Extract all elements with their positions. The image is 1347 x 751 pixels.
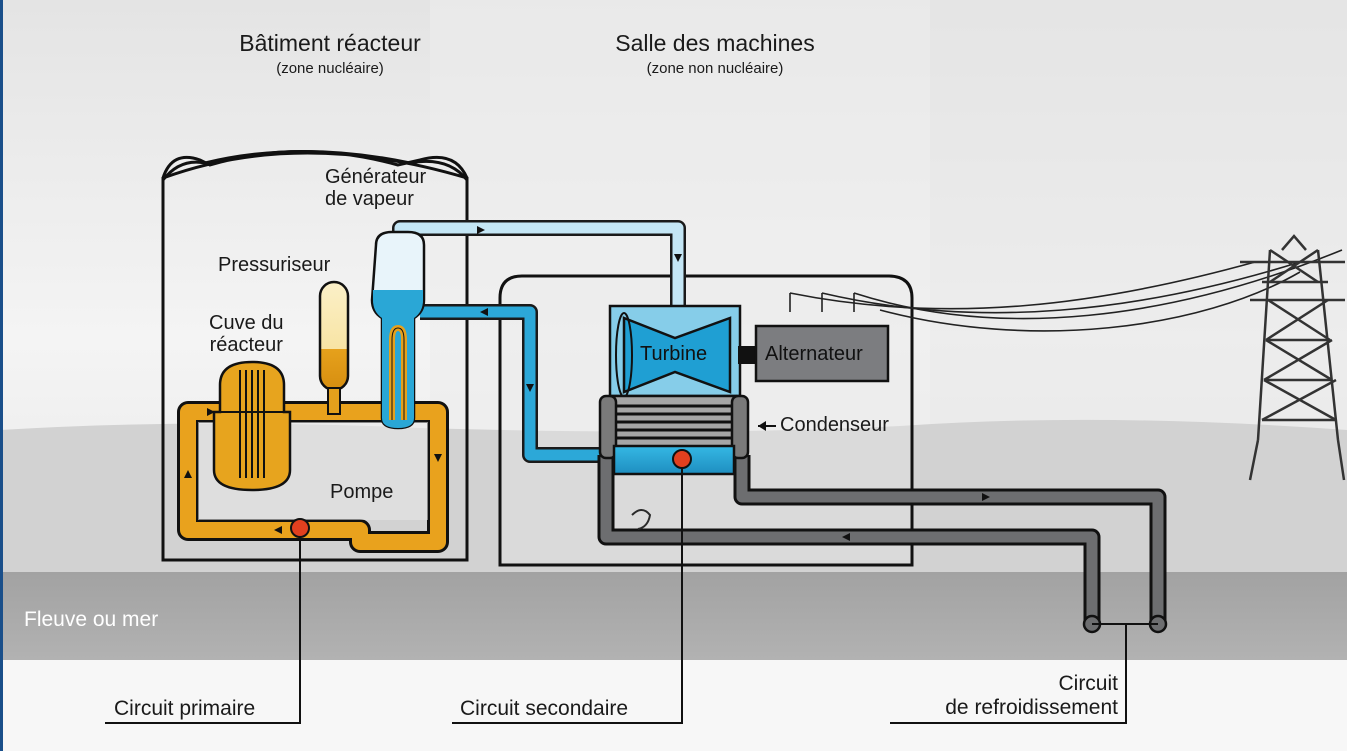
- alternator-label: Alternateur: [765, 343, 863, 365]
- alternator-box: [754, 324, 890, 383]
- cooling-circuit-label-line1: Circuit: [1058, 672, 1118, 695]
- leader-lines: [105, 468, 1127, 724]
- turbine-label: Turbine: [640, 343, 708, 365]
- cooling-circuit-label-line2: de refroidissement: [945, 695, 1118, 719]
- condenser-label: Condenseur: [780, 414, 889, 436]
- reactor-vessel-label-line1: Cuve du: [209, 312, 284, 334]
- left-edge-line: [0, 0, 3, 751]
- steam-generator-label: Générateur de vapeur: [325, 166, 426, 211]
- pylon: [1240, 234, 1346, 481]
- river-sea-label: Fleuve ou mer: [24, 608, 159, 631]
- primary-pump-marker: [290, 518, 310, 538]
- flow-arrows: [184, 226, 990, 541]
- cooling-circuit-label: Circuit de refroidissement: [888, 672, 1118, 719]
- secondary-pump-marker: [672, 449, 692, 469]
- turbine-shaft: [738, 346, 760, 364]
- pressurizer-label: Pressuriseur: [218, 254, 331, 276]
- steam-generator-label-line1: Générateur: [325, 166, 427, 188]
- power-lines: [789, 249, 1343, 332]
- reactor-vessel: [212, 360, 292, 492]
- steam-generator: [370, 230, 426, 430]
- reactor-vessel-label: Cuve du réacteur: [209, 312, 284, 357]
- machine-hall-title: Salle des machines: [615, 30, 815, 56]
- primary-circuit-label: Circuit primaire: [114, 697, 256, 720]
- reactor-building-title: Bâtiment réacteur: [239, 30, 421, 56]
- pressurizer: [318, 280, 350, 415]
- river-band: [0, 572, 1347, 660]
- steam-generator-label-line2: de vapeur: [325, 188, 414, 211]
- foreground-band: [0, 660, 1347, 751]
- pump-label: Pompe: [330, 481, 394, 503]
- reactor-building-subtitle: (zone nucléaire): [276, 60, 384, 77]
- secondary-circuit-label: Circuit secondaire: [460, 697, 629, 720]
- reactor-vessel-label-line2: réacteur: [209, 334, 283, 357]
- machine-hall-subtitle: (zone non nucléaire): [646, 60, 784, 77]
